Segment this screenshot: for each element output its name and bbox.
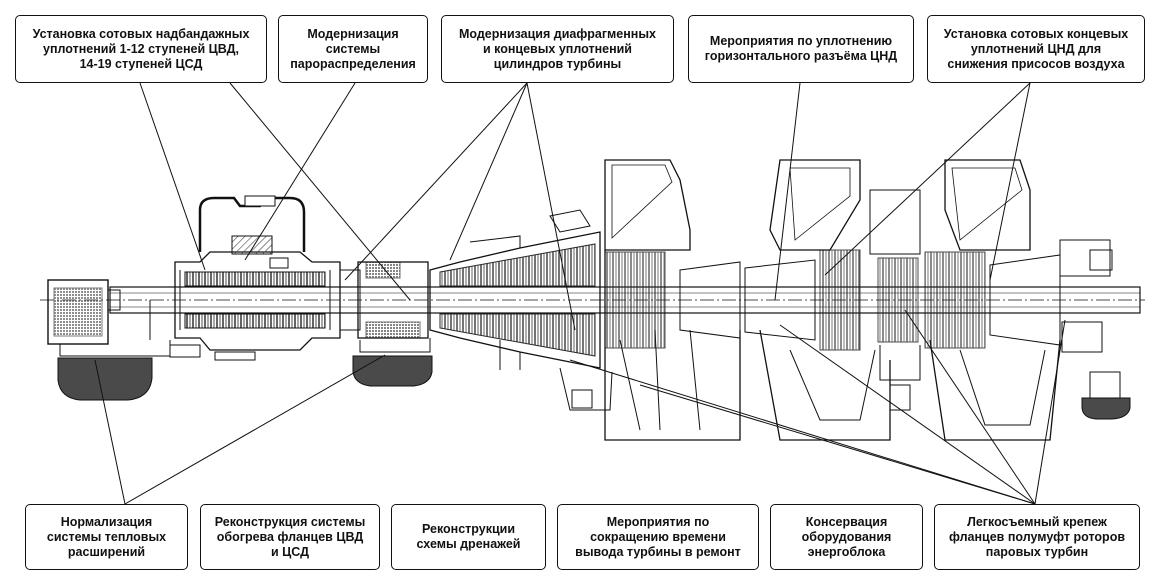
label-thermal-expansion-text: Нормализация системы тепловых расширений xyxy=(46,514,167,559)
label-conservation-text: Консервация оборудования энергоблока xyxy=(801,514,892,559)
label-drainage-text: Реконструкции схемы дренажей xyxy=(416,522,521,551)
lp-cylinder-3 xyxy=(924,159,1113,441)
lp-cylinder-2 xyxy=(744,159,921,441)
label-coupling-fasteners: Легкосъемный крепеж фланцев полумуфт рот… xyxy=(934,504,1140,570)
label-honeycomb-shroud-seals: Установка сотовых надбандажных уплотнени… xyxy=(15,15,267,83)
ip-cylinder xyxy=(429,209,613,411)
label-steam-distribution: Модернизация системы парораспределения xyxy=(278,15,428,83)
label-lp-horizontal-joint-text: Мероприятия по уплотнению горизонтальног… xyxy=(704,34,898,63)
foundation-pedestal-left xyxy=(57,357,153,401)
callout-lines-bottom xyxy=(94,309,1066,505)
label-thermal-expansion: Нормализация системы тепловых расширений xyxy=(25,504,188,570)
label-coupling-fasteners-text: Легкосъемный крепеж фланцев полумуфт рот… xyxy=(948,514,1126,559)
label-flange-heating: Реконструкция системы обогрева фланцев Ц… xyxy=(200,504,380,570)
front-bearing-block xyxy=(47,279,171,357)
label-conservation: Консервация оборудования энергоблока xyxy=(770,504,923,570)
callout-lines-top xyxy=(139,82,1031,331)
label-steam-distribution-text: Модернизация системы парораспределения xyxy=(290,26,416,71)
label-drainage: Реконструкции схемы дренажей xyxy=(391,504,546,570)
lp-cylinder-1 xyxy=(604,159,741,441)
middle-bearing-block xyxy=(339,261,431,353)
label-repair-time: Мероприятия по сокращению времени вывода… xyxy=(557,504,759,570)
label-lp-horizontal-joint: Мероприятия по уплотнению горизонтальног… xyxy=(688,15,914,83)
label-honeycomb-shroud-seals-text: Установка сотовых надбандажных уплотнени… xyxy=(32,26,250,71)
label-repair-time-text: Мероприятия по сокращению времени вывода… xyxy=(575,514,741,559)
label-diaphragm-seals-text: Модернизация диафрагменных и концевых уп… xyxy=(458,26,656,71)
hp-cylinder xyxy=(169,195,341,361)
label-diaphragm-seals: Модернизация диафрагменных и концевых уп… xyxy=(441,15,674,83)
foundation-pedestal-right xyxy=(1081,371,1131,420)
foundation-pedestal-middle xyxy=(352,355,433,387)
label-lp-end-seals-text: Установка сотовых концевых уплотнений ЦН… xyxy=(943,26,1129,71)
label-lp-end-seals: Установка сотовых концевых уплотнений ЦН… xyxy=(927,15,1145,83)
label-flange-heating-text: Реконструкция системы обогрева фланцев Ц… xyxy=(214,514,366,559)
